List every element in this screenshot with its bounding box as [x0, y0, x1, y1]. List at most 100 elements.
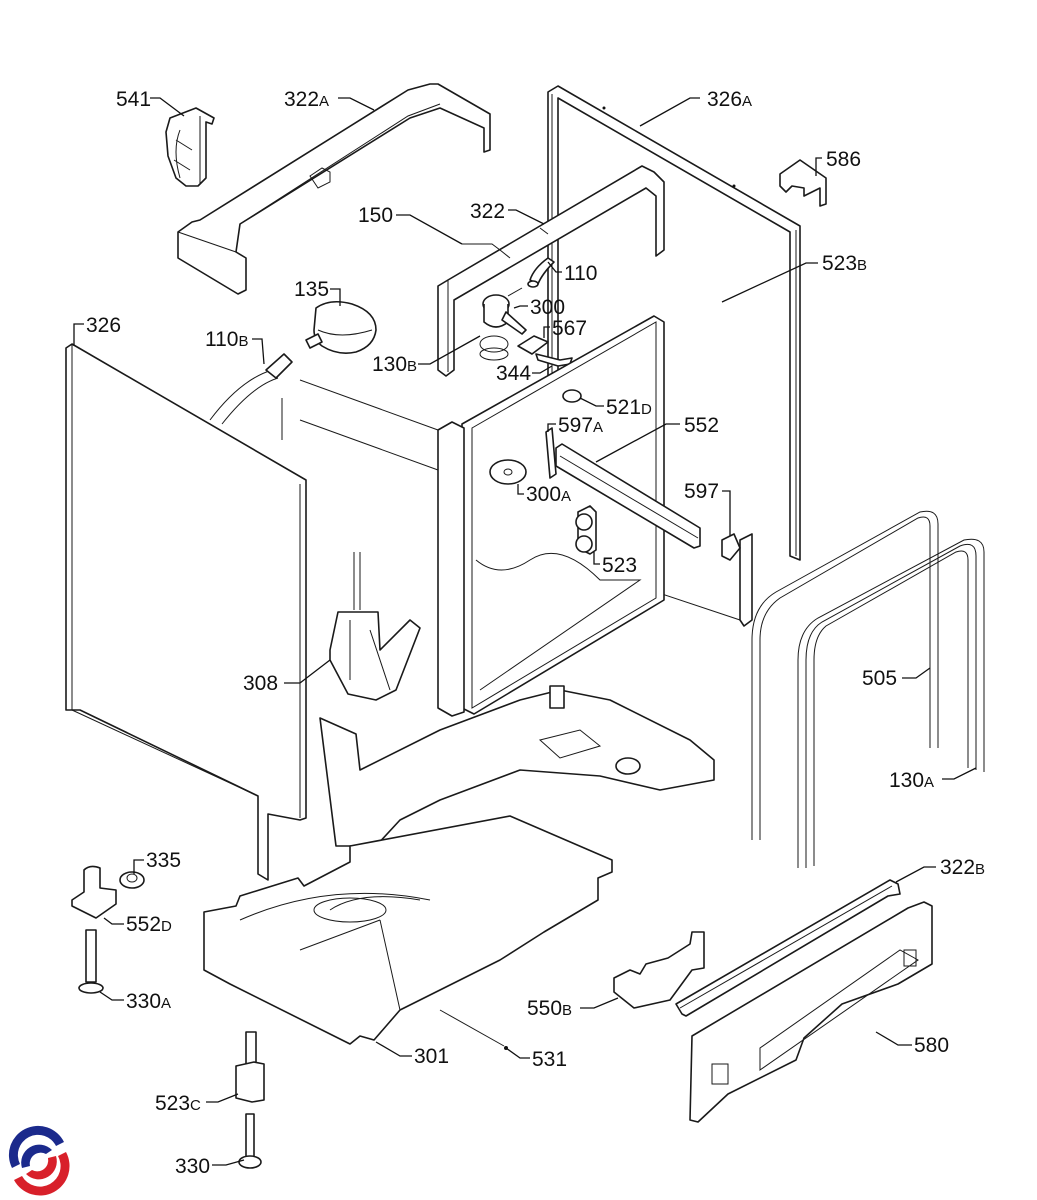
svg-text:344: 344 [496, 362, 531, 385]
brand-logo [6, 1125, 70, 1196]
callout-130B[interactable]: 130B [372, 335, 481, 376]
svg-text:541: 541 [116, 88, 151, 111]
part-580-drawing [689, 901, 933, 1123]
part-567-drawing [517, 335, 549, 355]
svg-text:130B: 130B [372, 353, 417, 376]
callout-567[interactable]: 567 [543, 317, 587, 340]
callout-300[interactable]: 300 [513, 296, 565, 319]
svg-text:523: 523 [602, 554, 637, 577]
callout-523B[interactable]: 523B [721, 252, 867, 303]
callout-344[interactable]: 344 [496, 362, 553, 385]
callout-308[interactable]: 308 [243, 659, 331, 695]
part-base-drawing [319, 685, 715, 847]
callout-586[interactable]: 586 [815, 148, 861, 176]
callout-505[interactable]: 505 [862, 667, 931, 690]
part-150-drawing [462, 243, 501, 251]
callout-597[interactable]: 597 [684, 480, 731, 536]
part-300-drawing [482, 287, 527, 335]
callout-523C[interactable]: 523C [155, 1092, 239, 1115]
callout-322B[interactable]: 322B [895, 856, 985, 883]
part-541-drawing [165, 107, 215, 187]
callout-330A[interactable]: 330A [99, 990, 171, 1013]
callout-110B[interactable]: 110B [205, 328, 265, 365]
svg-text:597: 597 [684, 480, 719, 503]
callout-301[interactable]: 301 [375, 1041, 449, 1068]
svg-text:130A: 130A [889, 769, 934, 792]
callout-110[interactable]: 110 [547, 261, 597, 285]
part-326-drawing [65, 343, 307, 881]
part-300A-drawing [489, 459, 527, 485]
callout-335[interactable]: 335 [133, 849, 181, 874]
svg-text:550B: 550B [527, 997, 572, 1020]
part-308-drawing [329, 552, 421, 701]
part-335-drawing [119, 871, 145, 889]
svg-text:326A: 326A [707, 88, 752, 111]
callout-322[interactable]: 322 [470, 200, 545, 225]
callout-552[interactable]: 552 [595, 414, 719, 463]
svg-text:330A: 330A [126, 990, 171, 1013]
svg-text:335: 335 [146, 849, 181, 872]
part-552-drawing [555, 443, 701, 549]
svg-text:580: 580 [914, 1034, 949, 1057]
part-521D-drawing [562, 389, 582, 403]
part-552D-drawing [71, 865, 117, 919]
callout-326[interactable]: 326 [73, 314, 121, 346]
callout-597A[interactable]: 597A [547, 414, 603, 437]
part-322B-drawing [675, 879, 901, 1017]
svg-text:110B: 110B [205, 328, 249, 351]
callout-326A[interactable]: 326A [639, 88, 752, 127]
svg-text:301: 301 [414, 1045, 449, 1068]
svg-text:322A: 322A [284, 88, 329, 111]
part-130B-drawing [479, 335, 509, 361]
part-330A-drawing [78, 929, 104, 994]
svg-text:330: 330 [175, 1155, 210, 1178]
svg-text:300A: 300A [526, 483, 571, 506]
svg-text:322: 322 [470, 200, 505, 223]
callout-550B[interactable]: 550B [527, 997, 619, 1020]
part-505-drawing [751, 510, 939, 840]
part-callouts: 541 322A 326A 586 150 322 110 523B [73, 88, 985, 1178]
part-tub-drawing [299, 315, 665, 717]
part-531-drawing [439, 1009, 508, 1050]
callout-300A[interactable]: 300A [517, 483, 571, 506]
callout-130A[interactable]: 130A [889, 767, 977, 792]
part-597A-drawing [545, 427, 557, 479]
svg-text:597A: 597A [558, 414, 603, 437]
svg-text:567: 567 [552, 317, 587, 340]
callout-150[interactable]: 150 [358, 204, 463, 245]
svg-text:531: 531 [532, 1048, 567, 1071]
svg-text:505: 505 [862, 667, 897, 690]
svg-text:300: 300 [530, 296, 565, 319]
svg-text:523C: 523C [155, 1092, 201, 1115]
part-301-drawing [203, 815, 613, 1045]
part-586-drawing [779, 159, 827, 207]
callout-523[interactable]: 523 [593, 552, 637, 577]
svg-text:523B: 523B [822, 252, 867, 275]
svg-text:135: 135 [294, 278, 329, 301]
callout-330[interactable]: 330 [175, 1155, 245, 1178]
part-130A-drawing [797, 538, 985, 868]
callout-135[interactable]: 135 [294, 278, 341, 306]
part-523C-drawing [235, 1031, 265, 1103]
callout-322A[interactable]: 322A [284, 88, 375, 111]
part-135-drawing [305, 300, 377, 354]
part-322A-drawing [177, 83, 491, 295]
part-322-drawing [437, 165, 665, 377]
svg-text:110: 110 [564, 262, 597, 285]
part-110-drawing [527, 257, 555, 288]
svg-text:150: 150 [358, 204, 393, 227]
svg-text:326: 326 [86, 314, 121, 337]
callout-552D[interactable]: 552D [103, 913, 172, 936]
svg-text:552D: 552D [126, 913, 172, 936]
callout-541[interactable]: 541 [116, 88, 185, 117]
part-330-drawing [238, 1113, 262, 1169]
callout-580[interactable]: 580 [875, 1031, 949, 1057]
part-597-drawing [721, 533, 741, 561]
svg-text:308: 308 [243, 672, 278, 695]
svg-text:322B: 322B [940, 856, 985, 879]
svg-text:586: 586 [826, 148, 861, 171]
part-523-drawing [575, 505, 597, 555]
callout-531[interactable]: 531 [505, 1047, 567, 1071]
callout-521D[interactable]: 521D [579, 396, 652, 419]
